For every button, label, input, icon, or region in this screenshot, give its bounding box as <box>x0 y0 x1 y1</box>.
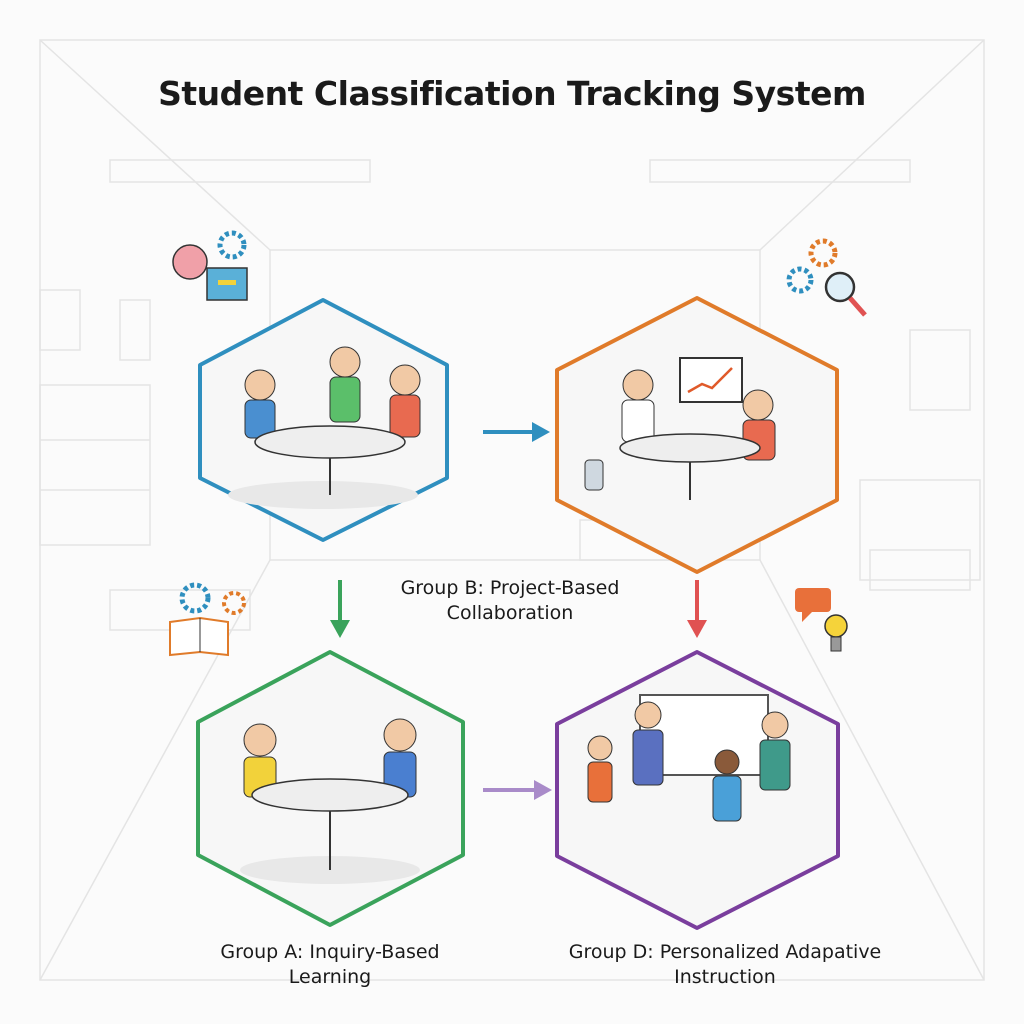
group-d-label: Group D: Personalized Adapative Instruct… <box>568 941 882 988</box>
hexagon-top-left <box>198 298 449 542</box>
arrow-green-down <box>330 580 350 638</box>
gears-magnifier-icon <box>786 238 867 317</box>
scene-project-collaboration <box>584 357 776 500</box>
group-a-label: Group A: Inquiry-Based Learning <box>220 941 440 988</box>
scene-adaptive-instruction <box>587 694 791 822</box>
book-gear-icon <box>169 582 246 657</box>
group-b-label: Group B: Project-Based Collaboration <box>400 577 620 624</box>
brain-gear-certificate-icon <box>172 230 248 301</box>
page-title: Student Classification Tracking System <box>158 74 866 113</box>
scene-inquiry-learning <box>240 718 420 884</box>
arrow-purple-right <box>483 780 552 800</box>
arrow-red-down <box>687 580 707 638</box>
scene-group-discussion <box>228 346 421 509</box>
arrow-blue-right <box>483 422 550 442</box>
chat-lightbulb-icon <box>795 588 848 652</box>
